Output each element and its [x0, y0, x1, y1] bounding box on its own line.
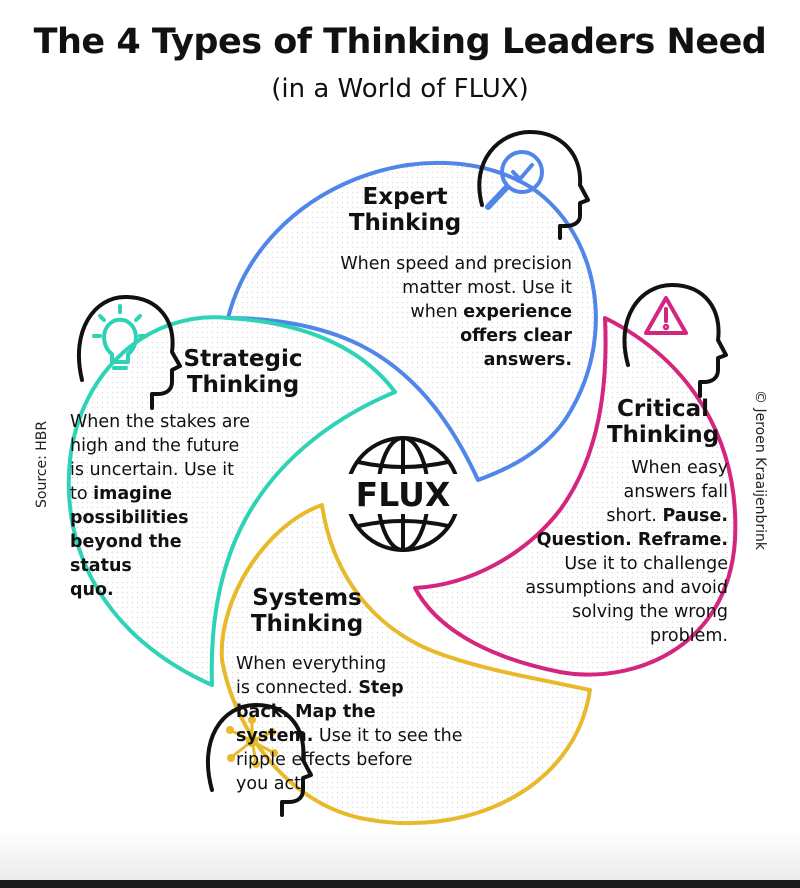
- critical-body-run: answers fall: [623, 482, 729, 502]
- systems-body-run: system.: [236, 726, 314, 746]
- expert-body-run: When speed and precision: [340, 254, 572, 274]
- critical-body-line: solving the wrong: [440, 600, 728, 624]
- critical-body-run: assumptions and avoid: [525, 578, 728, 598]
- systems-body-run: is connected.: [236, 678, 359, 698]
- network-head-icon: [206, 703, 313, 817]
- page-subtitle: (in a World of FLUX): [271, 74, 529, 104]
- strategic-body-run: quo.: [70, 580, 114, 600]
- copyright-label: © Jeroen Kraaijenbrink: [752, 390, 768, 551]
- critical-body-run: When easy: [631, 458, 728, 478]
- critical-body-run: Use it to challenge: [564, 554, 728, 574]
- strategic-body-line: high and the future: [70, 434, 335, 458]
- critical-body-run: short.: [606, 506, 663, 526]
- expert-body-run: experience: [463, 302, 572, 322]
- systems-body-run: Use it to see the: [313, 726, 463, 746]
- strategic-heading-line2: Thinking: [186, 372, 300, 398]
- strategic-body: When the stakes are high and the future is…: [70, 410, 335, 602]
- strategic-body-line: status: [70, 554, 335, 578]
- strategic-heading-line1: Strategic: [183, 346, 303, 372]
- systems-body-line: is connected. Step: [236, 676, 548, 700]
- magnifier-check-head-icon: [477, 130, 590, 240]
- critical-body-run: problem.: [650, 626, 728, 646]
- expert-body-line: when experience: [262, 300, 572, 324]
- critical-body-line: Question. Reframe.: [440, 528, 728, 552]
- expert-body-line: answers.: [262, 348, 572, 372]
- strategic-body-run: possibilities: [70, 508, 189, 528]
- expert-body-line: When speed and precision: [262, 252, 572, 276]
- strategic-body-run: When the stakes are: [70, 412, 251, 432]
- systems-body-run: back. Map the: [236, 702, 376, 722]
- systems-body-line: When everything: [236, 652, 548, 676]
- systems-heading-line2: Thinking: [250, 611, 364, 637]
- systems-heading-line1: Systems: [252, 585, 362, 611]
- systems-body-line: you act.: [236, 772, 548, 796]
- expert-body-run: offers clear: [460, 326, 572, 346]
- expert-petal: [226, 160, 598, 482]
- systems-body-run: Step: [358, 678, 404, 698]
- systems-heading: Systems Thinking: [232, 585, 382, 637]
- expert-body: When speed and precision matter most. Use…: [262, 252, 572, 372]
- expert-heading: Expert Thinking: [330, 184, 480, 236]
- expert-heading-line1: Expert: [362, 184, 448, 210]
- systems-body-run: When everything: [236, 654, 387, 674]
- critical-body-line: When easy: [440, 456, 728, 480]
- source-label: Source: HBR: [34, 420, 50, 508]
- systems-body-line: system. Use it to see the: [236, 724, 548, 748]
- strategic-body-run: status: [70, 556, 132, 576]
- strategic-body-run: high and the future: [70, 436, 240, 456]
- page-title: The 4 Types of Thinking Leaders Need: [33, 22, 767, 62]
- expert-body-line: matter most. Use it: [262, 276, 572, 300]
- strategic-body-line: to imagine: [70, 482, 335, 506]
- systems-body-line: back. Map the: [236, 700, 548, 724]
- critical-heading-line1: Critical: [616, 396, 710, 422]
- strategic-petal: [66, 315, 397, 687]
- critical-body-line: short. Pause.: [440, 504, 728, 528]
- systems-body-run: you act.: [236, 774, 307, 794]
- flux-label: FLUX: [356, 475, 451, 514]
- critical-body-run: solving the wrong: [572, 602, 728, 622]
- expert-heading-line2: Thinking: [348, 210, 462, 236]
- critical-body-line: assumptions and avoid: [440, 576, 728, 600]
- systems-body-line: ripple effects before: [236, 748, 548, 772]
- bottom-bar: [0, 880, 800, 888]
- warning-head-icon: [622, 283, 728, 398]
- critical-body-run: Question. Reframe.: [536, 530, 728, 550]
- critical-heading: Critical Thinking: [588, 396, 738, 448]
- strategic-body-line: quo.: [70, 578, 335, 602]
- strategic-body-run: imagine: [93, 484, 173, 504]
- strategic-body-run: is uncertain. Use it: [70, 460, 234, 480]
- critical-heading-line2: Thinking: [606, 422, 720, 448]
- strategic-body-line: is uncertain. Use it: [70, 458, 335, 482]
- critical-body-line: Use it to challenge: [440, 552, 728, 576]
- expert-body-run: matter most. Use it: [402, 278, 572, 298]
- strategic-heading: Strategic Thinking: [168, 346, 318, 398]
- strategic-body-line: beyond the: [70, 530, 335, 554]
- critical-body-run: Pause.: [662, 506, 728, 526]
- lightbulb-head-icon: [76, 295, 182, 410]
- critical-petal: [413, 316, 738, 677]
- strategic-body-run: to: [70, 484, 94, 504]
- expert-body-run: when: [410, 302, 464, 322]
- critical-body-line: problem.: [440, 624, 728, 648]
- globe-icon: [344, 436, 462, 552]
- systems-petal: [219, 503, 592, 826]
- bottom-fade: [0, 830, 800, 888]
- expert-body-line: offers clear: [262, 324, 572, 348]
- strategic-body-line: When the stakes are: [70, 410, 335, 434]
- critical-body-line: answers fall: [440, 480, 729, 504]
- strategic-body-run: beyond the: [70, 532, 182, 552]
- strategic-body-line: possibilities: [70, 506, 335, 530]
- systems-body-run: ripple effects before: [236, 750, 413, 770]
- expert-body-run: answers.: [483, 350, 572, 370]
